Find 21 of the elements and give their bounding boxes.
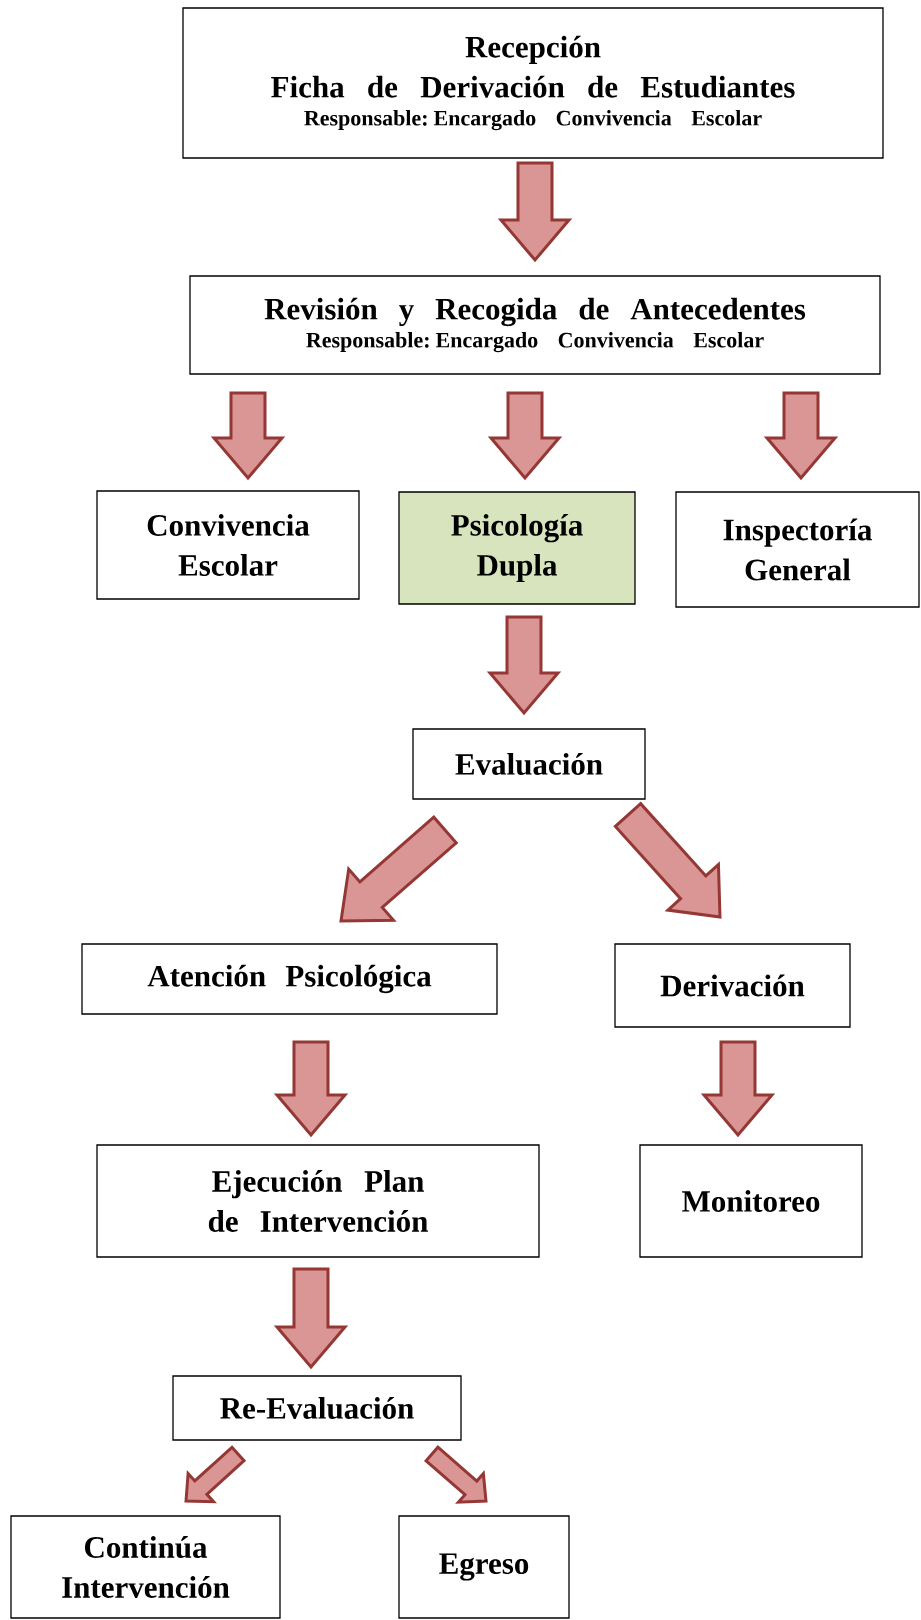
block-arrow [273,1267,349,1370]
process-box: Convivencia Escolar [96,490,360,600]
process-box: Monitoreo [639,1144,863,1258]
process-box: Derivación [614,943,851,1028]
process-box: Atención Psicológica [81,943,498,1015]
block-arrow [487,391,563,481]
block-arrow [486,615,562,716]
process-box: Evaluación [412,728,646,800]
block-arrow [763,391,839,481]
process-box: Ejecución Plan de Intervención [96,1144,540,1258]
process-box: Revisión y Recogida de Antecedentes Responsable: Encargado Convivencia Escolar [189,275,881,375]
process-box: Recepción Ficha de Derivación de Estudiantes Responsable: Encargado Convivencia Escolar [182,7,884,159]
process-box: Psicología Dupla [398,491,636,605]
process-box: Egreso [398,1515,570,1619]
block-arrow [700,1040,776,1138]
process-box: Re-Evaluación [172,1375,462,1441]
block-arrow [497,161,573,263]
process-box: Continúa Intervención [10,1515,281,1619]
block-arrow [273,1040,349,1138]
process-box: Inspectoría General [675,491,920,608]
block-arrow [210,391,286,481]
